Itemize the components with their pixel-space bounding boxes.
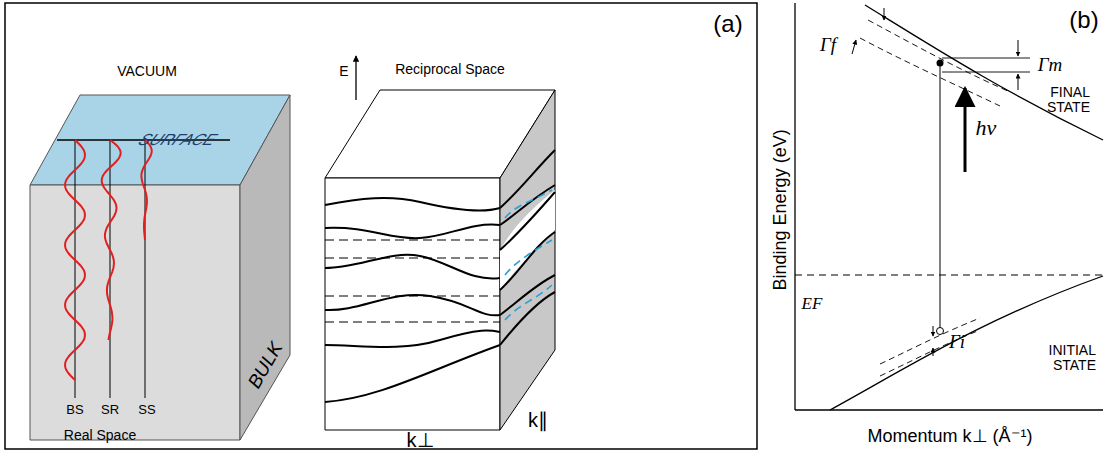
depth-line	[145, 140, 146, 398]
space-label: Reciprocal Space	[395, 62, 505, 77]
region-label: VACUUM	[117, 64, 177, 79]
linewidth-label: Γf	[820, 35, 836, 56]
panel-frame	[5, 3, 757, 449]
linewidth-label: Γm	[1038, 55, 1063, 76]
wave-function	[102, 140, 121, 340]
axis-title: Momentum k⊥ (Å⁻¹)	[867, 427, 1032, 447]
axis-label: k⊥	[407, 429, 434, 451]
state-label: SR	[101, 403, 119, 417]
linewidth-label: Γi	[949, 332, 965, 353]
band-label: INITIAL STATE	[1024, 343, 1096, 374]
fermi-level-label: EF	[802, 295, 823, 314]
wave-function	[65, 140, 85, 380]
surface-label: SURFACE	[135, 131, 220, 149]
axis-label: E	[339, 64, 348, 79]
state-label: BS	[66, 403, 83, 417]
photon-label: hν	[976, 116, 997, 140]
panel-letter: (a)	[713, 11, 742, 37]
depth-line	[110, 140, 111, 398]
band-plot	[795, 3, 1103, 410]
space-label: Real Space	[64, 428, 136, 443]
axis-title: Binding Energy (eV)	[771, 129, 791, 290]
depth-line	[75, 140, 76, 398]
panel-letter: (b)	[1069, 7, 1098, 33]
state-label: SS	[138, 403, 155, 417]
wave-function	[141, 140, 151, 240]
real-space-cube	[30, 95, 290, 440]
reciprocal-cube	[325, 56, 555, 430]
wave-functions	[65, 140, 152, 398]
axis-label: k∥	[528, 409, 548, 431]
band-label: FINAL STATE	[1030, 85, 1090, 116]
